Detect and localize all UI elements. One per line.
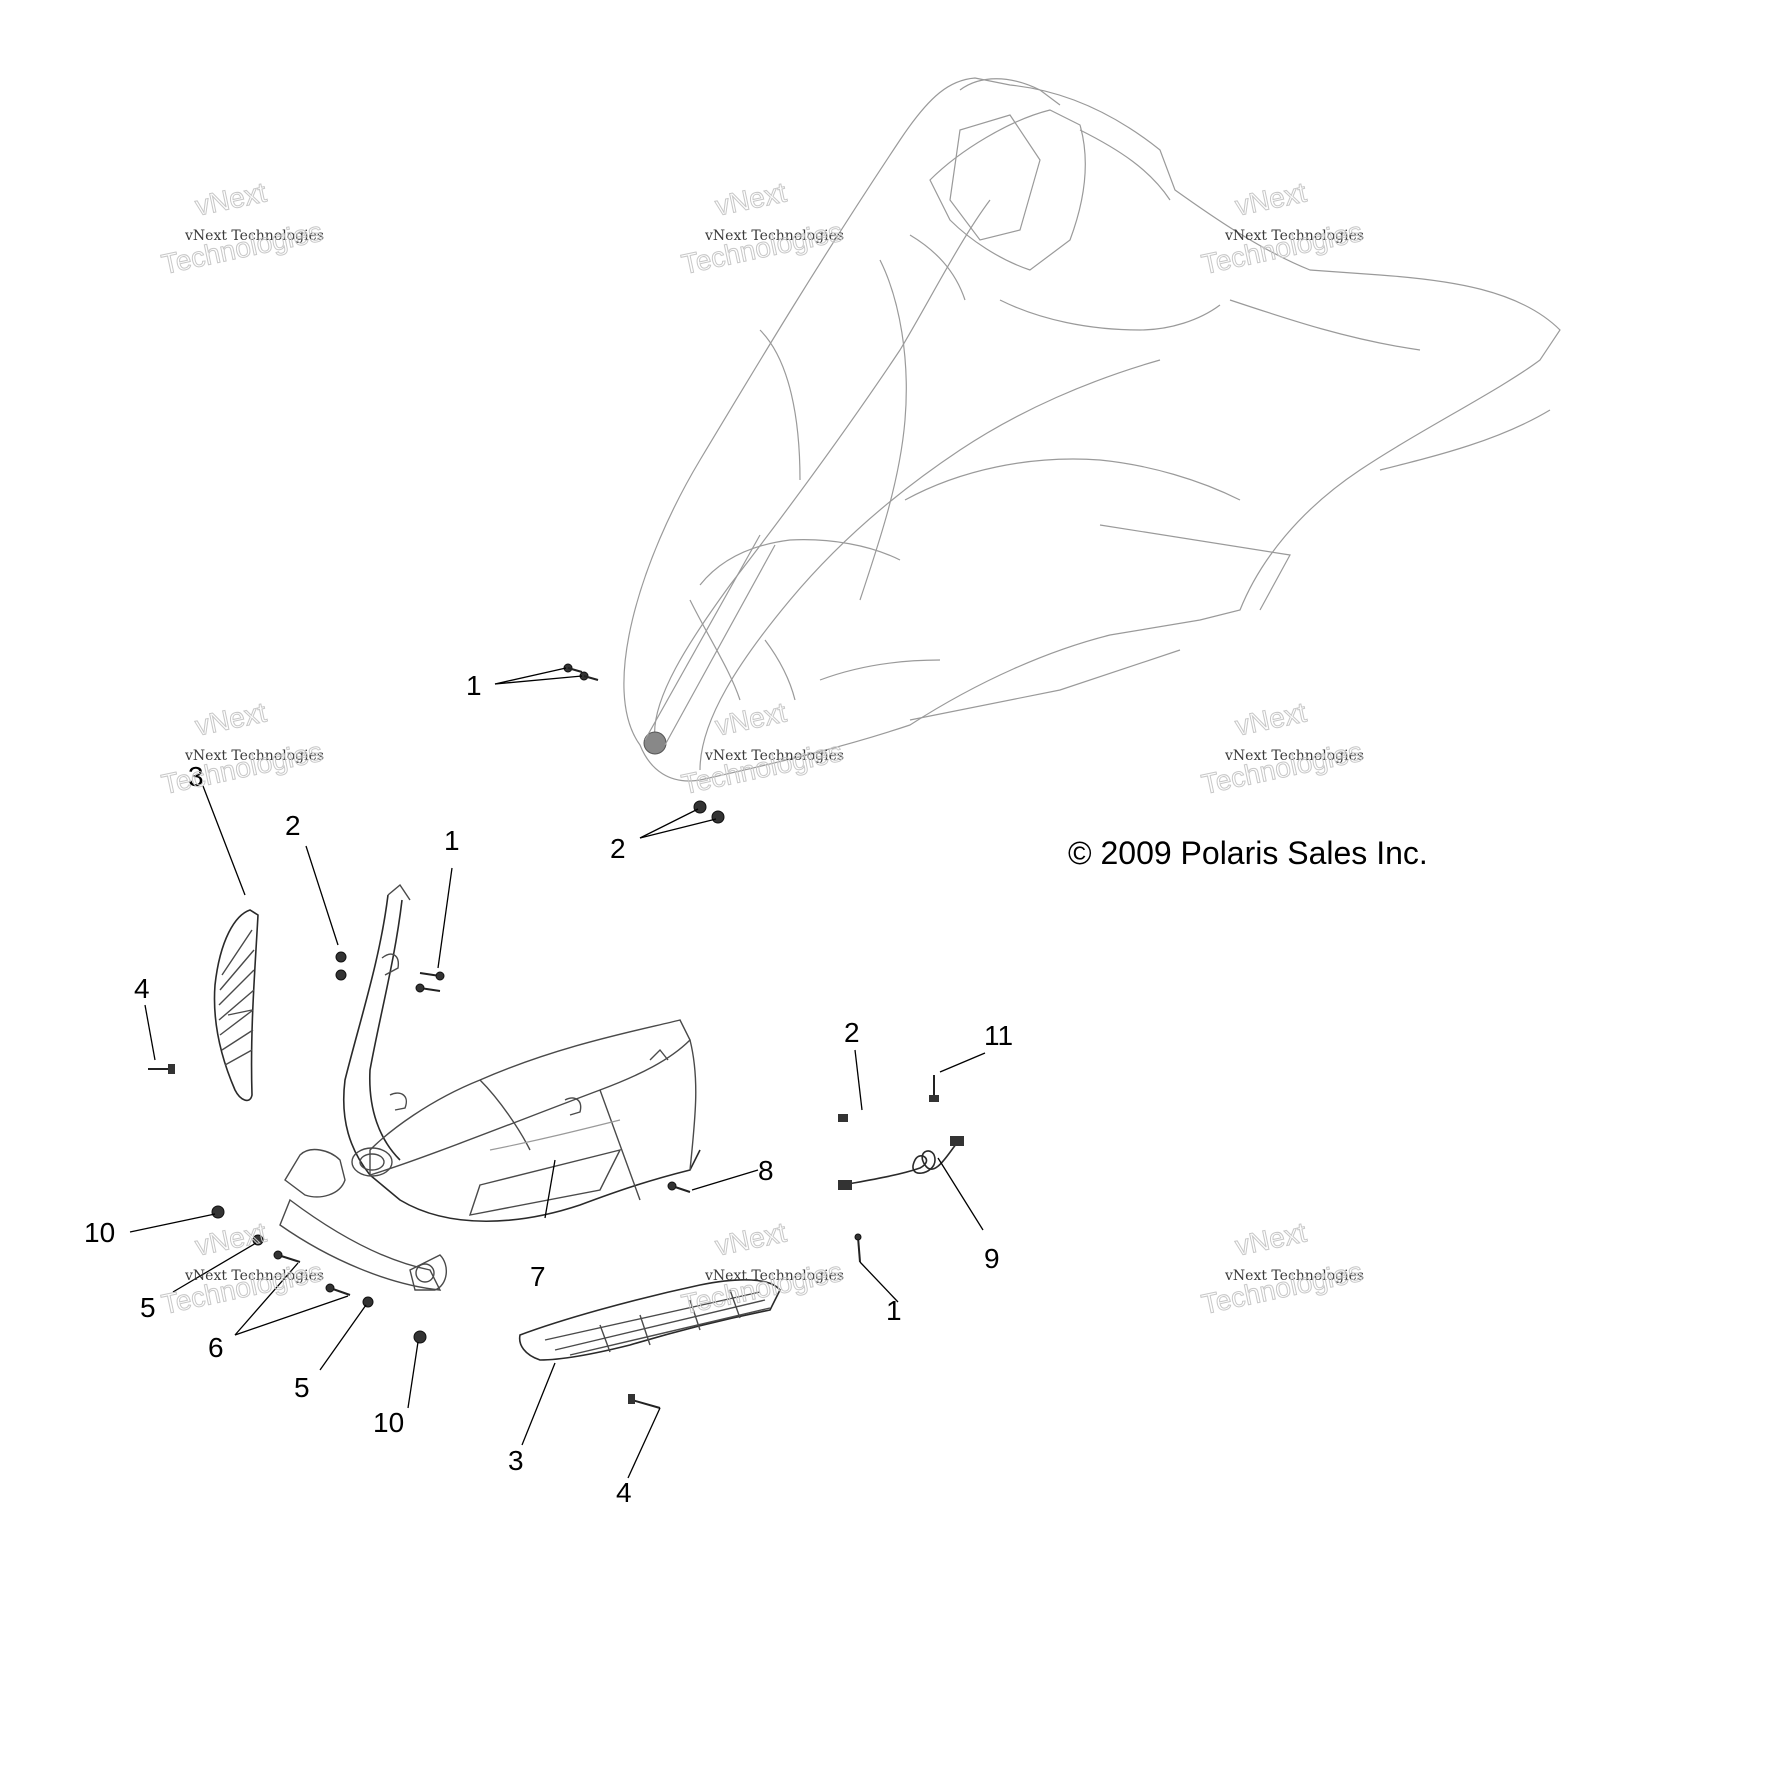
svg-text:vNext: vNext	[192, 1217, 269, 1262]
svg-text:Technologies: Technologies	[679, 736, 845, 800]
callout-2-upper: 2	[285, 810, 301, 841]
nut-icon	[335, 951, 347, 963]
callout-10-center: 10	[373, 1407, 404, 1438]
nut-icon	[711, 810, 725, 824]
watermark: vNext vNext Technologies Technologies	[678, 696, 845, 801]
bolt-icon	[667, 1181, 691, 1193]
callout-5-left: 5	[140, 1292, 156, 1323]
callout-1-upper: 1	[444, 825, 460, 856]
watermark: vNext vNext Technologies Technologies	[158, 176, 325, 281]
svg-text:vNext Technologies: vNext Technologies	[704, 1268, 844, 1284]
front-bumper-assembly	[279, 883, 701, 1291]
callout-2-hood: 2	[610, 833, 626, 864]
svg-text:vNext: vNext	[1232, 177, 1309, 222]
callout-11: 11	[984, 1020, 1013, 1051]
nut-icon	[693, 800, 707, 814]
watermark: vNext vNext Technologies Technologies	[678, 1216, 845, 1321]
svg-text:Technologies: Technologies	[1199, 1256, 1365, 1320]
lower-fasteners	[148, 951, 939, 1409]
svg-text:vNext: vNext	[712, 177, 789, 222]
screw-icon	[415, 983, 441, 993]
hood-fasteners	[563, 663, 725, 824]
callout-6: 6	[208, 1332, 224, 1363]
nut-icon	[211, 1205, 225, 1219]
svg-text:Technologies: Technologies	[159, 216, 325, 280]
svg-text:vNext: vNext	[712, 1217, 789, 1262]
wire-harness	[838, 1136, 964, 1190]
watermark: vNext vNext Technologies Technologies	[1198, 696, 1365, 801]
callout-4-lower: 4	[616, 1477, 632, 1508]
screw-icon	[579, 671, 599, 681]
callout-1-right: 1	[886, 1295, 902, 1326]
svg-text:vNext Technologies: vNext Technologies	[184, 748, 324, 764]
callout-3-upper: 3	[188, 761, 204, 792]
spacer-icon	[362, 1296, 374, 1308]
callout-7: 7	[530, 1261, 546, 1292]
svg-text:vNext: vNext	[192, 177, 269, 222]
watermark-grid: vNext vNext Technologies Technologies vN…	[158, 176, 1365, 1321]
callout-3-lower: 3	[508, 1445, 524, 1476]
svg-text:Technologies: Technologies	[1199, 216, 1365, 280]
grille-lower-center	[518, 1279, 781, 1361]
screw-icon	[854, 1233, 862, 1263]
svg-text:vNext Technologies: vNext Technologies	[1224, 1268, 1364, 1284]
callout-labels: 1 2 3 2 1 4 2 11 8 9 7 1 10 5 6 5 10 3 4	[84, 670, 1013, 1508]
svg-text:vNext Technologies: vNext Technologies	[184, 228, 324, 244]
svg-text:Technologies: Technologies	[159, 1256, 325, 1320]
svg-text:vNext Technologies: vNext Technologies	[1224, 228, 1364, 244]
screw-icon	[419, 971, 445, 981]
callout-10-left: 10	[84, 1217, 115, 1248]
svg-text:vNext Technologies: vNext Technologies	[704, 228, 844, 244]
leader-lines	[129, 667, 986, 1479]
callout-8: 8	[758, 1155, 774, 1186]
watermark: vNext vNext Technologies Technologies	[158, 696, 325, 801]
watermark: vNext vNext Technologies Technologies	[1198, 1216, 1365, 1321]
bolt-icon	[325, 1283, 351, 1296]
callout-1-hood: 1	[466, 670, 482, 701]
svg-text:Technologies: Technologies	[1199, 736, 1365, 800]
svg-text:vNext Technologies: vNext Technologies	[1224, 748, 1364, 764]
callout-4-upper: 4	[134, 973, 150, 1004]
svg-text:Technologies: Technologies	[679, 216, 845, 280]
connector-icon	[838, 1180, 852, 1190]
hood-assembly	[623, 77, 1561, 782]
callout-9: 9	[984, 1243, 1000, 1274]
svg-text:Technologies: Technologies	[159, 736, 325, 800]
connector-icon	[950, 1136, 964, 1146]
rivet-icon	[148, 1064, 175, 1074]
nut-icon	[838, 1114, 848, 1122]
svg-text:vNext: vNext	[712, 697, 789, 742]
copyright-notice: © 2009 Polaris Sales Inc.	[1068, 835, 1428, 871]
svg-text:vNext Technologies: vNext Technologies	[704, 748, 844, 764]
spacer-icon	[252, 1234, 264, 1246]
svg-text:vNext: vNext	[1232, 1217, 1309, 1262]
grille-upper-left	[213, 909, 259, 1102]
watermark: vNext vNext Technologies Technologies	[678, 176, 845, 281]
callout-2-right: 2	[844, 1017, 860, 1048]
nut-icon	[413, 1330, 427, 1344]
screw-icon	[563, 663, 583, 673]
svg-text:vNext: vNext	[192, 697, 269, 742]
rivet-icon	[628, 1394, 661, 1409]
watermark: vNext vNext Technologies Technologies	[1198, 176, 1365, 281]
svg-text:vNext: vNext	[1232, 697, 1309, 742]
bolt-icon	[273, 1250, 301, 1263]
push-rivet-icon	[929, 1075, 939, 1102]
nut-icon	[335, 969, 347, 981]
callout-5-center: 5	[294, 1372, 310, 1403]
watermark: vNext vNext Technologies Technologies	[158, 1216, 325, 1321]
svg-text:vNext Technologies: vNext Technologies	[184, 1268, 324, 1284]
